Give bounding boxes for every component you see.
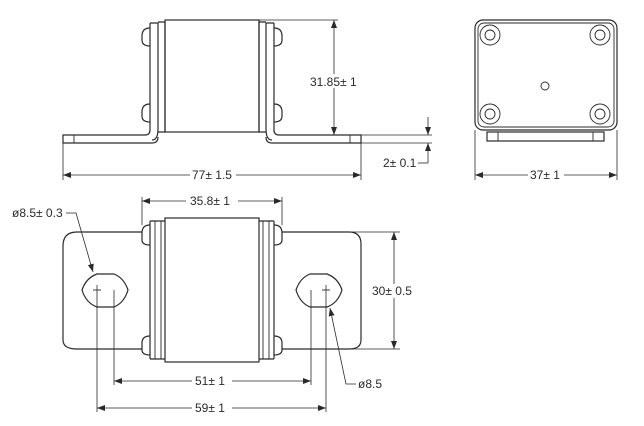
tab-width-dimension-label: 30± 0.5: [372, 284, 412, 298]
bolt-icon: [589, 24, 611, 46]
inner-spacing-dimension-label: 51± 1: [195, 374, 225, 388]
outer-spacing-dimension-label: 59± 1: [195, 401, 225, 415]
end-view: 37± 1: [474, 19, 618, 182]
fuse-body: [164, 19, 260, 133]
hole-diameter-tolerance-label: ø8.5± 0.3: [12, 206, 63, 220]
width-dimension-label: 37± 1: [530, 168, 560, 182]
bolt-icon: [589, 103, 611, 125]
height-dimension-label: 31.85± 1: [310, 75, 357, 89]
hole-diameter-label: ø8.5: [358, 377, 382, 391]
indicator-hole: [540, 81, 550, 91]
body-length-dimension-label: 35.8± 1: [190, 194, 230, 208]
top-view: 35.8± 1 30± 0.5 ø8.5± 0.3 ø8.5 51± 1 59±…: [12, 194, 418, 415]
length-dimension-label: 77± 1.5: [192, 168, 232, 182]
bolt-icon: [479, 24, 501, 46]
thickness-dimension-label: 2± 0.1: [383, 156, 417, 170]
mounting-hole-right: [295, 273, 343, 308]
fuse-body-top: [164, 217, 260, 363]
side-view: 31.85± 1 2± 0.1 77± 1.5: [62, 19, 432, 182]
mounting-hole-left: [81, 273, 129, 308]
bolt-icon: [479, 103, 501, 125]
